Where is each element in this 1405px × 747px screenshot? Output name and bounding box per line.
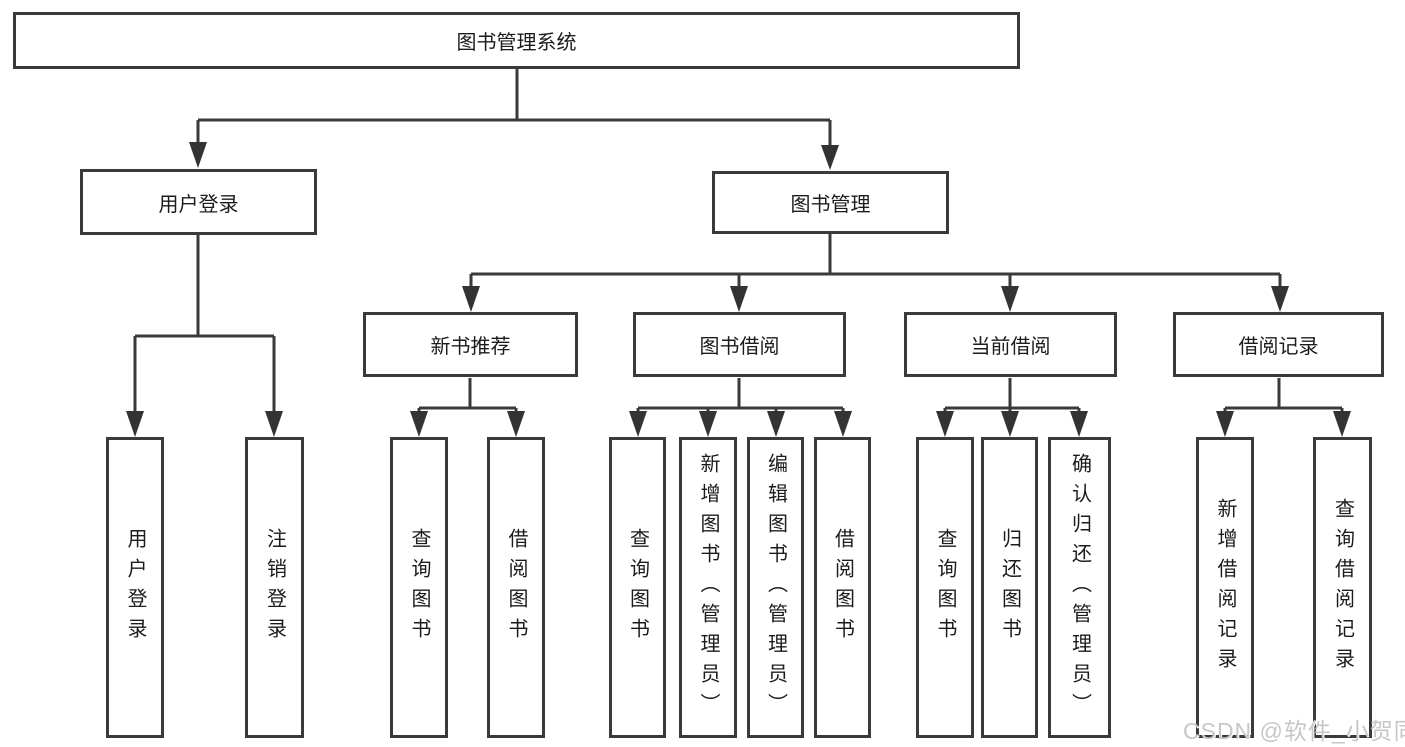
node-library-management-system: 图书管理系统 xyxy=(13,12,1020,69)
leaf-query-books: 查询图书 xyxy=(609,437,666,738)
connector-borrow-record-children xyxy=(1223,378,1344,414)
leaf-confirm-return-admin: 确认归还（管理员） xyxy=(1048,437,1111,738)
arrow-down-icon xyxy=(821,145,839,170)
arrow-down-icon xyxy=(507,411,525,437)
node-book-borrow: 图书借阅 xyxy=(633,312,846,377)
node-label: 新增图书（管理员） xyxy=(697,452,719,723)
arrow-down-icon xyxy=(629,411,647,437)
node-new-book-recommend: 新书推荐 xyxy=(363,312,578,377)
leaf-query-borrow-record: 查询借阅记录 xyxy=(1313,437,1372,738)
arrow-down-icon xyxy=(730,286,748,312)
leaf-add-borrow-record: 新增借阅记录 xyxy=(1196,437,1254,738)
arrow-down-icon xyxy=(834,411,852,437)
node-label: 查询借阅记录 xyxy=(1331,497,1354,678)
node-borrow-record: 借阅记录 xyxy=(1173,312,1384,377)
node-current-borrow: 当前借阅 xyxy=(904,312,1117,377)
leaf-borrow-books: 借阅图书 xyxy=(814,437,871,738)
node-label: 图书管理系统 xyxy=(456,32,577,54)
arrow-down-icon xyxy=(1271,286,1289,312)
connector-new-book-children xyxy=(417,378,518,414)
arrow-down-icon xyxy=(1001,411,1019,437)
node-label: 注销登录 xyxy=(263,527,286,648)
arrow-down-icon xyxy=(1070,411,1088,437)
node-label: 编辑图书（管理员） xyxy=(764,452,787,723)
leaf-borrow-books: 借阅图书 xyxy=(487,437,545,738)
node-label: 归还图书 xyxy=(998,527,1021,648)
node-label: 借阅图书 xyxy=(831,527,854,648)
leaf-query-books: 查询图书 xyxy=(390,437,448,738)
leaf-edit-books-admin: 编辑图书（管理员） xyxy=(747,437,804,738)
arrow-down-icon xyxy=(265,411,283,437)
connector-book-management-children xyxy=(469,234,1282,288)
node-label: 查询图书 xyxy=(626,527,649,648)
arrow-down-icon xyxy=(410,411,428,437)
node-label: 新增借阅记录 xyxy=(1214,497,1236,678)
node-label: 当前借阅 xyxy=(970,336,1051,358)
arrow-down-icon xyxy=(699,411,717,437)
node-label: 借阅图书 xyxy=(505,527,527,648)
node-label: 借阅记录 xyxy=(1238,336,1319,358)
arrow-down-icon xyxy=(1216,411,1234,437)
node-label: 用户登录 xyxy=(124,527,146,648)
leaf-query-books: 查询图书 xyxy=(916,437,974,738)
node-label: 新书推荐 xyxy=(430,336,511,358)
leaf-logout: 注销登录 xyxy=(245,437,304,738)
csdn-watermark: CSDN @软件_小贺同学 xyxy=(1183,718,1405,744)
arrow-down-icon xyxy=(767,411,785,437)
connector-current-borrow-children xyxy=(943,378,1081,414)
node-label: 用户登录 xyxy=(158,193,239,216)
node-user-login: 用户登录 xyxy=(80,169,317,235)
node-label: 查询图书 xyxy=(408,527,430,648)
arrow-down-icon xyxy=(936,411,954,437)
arrow-down-icon xyxy=(189,142,207,168)
leaf-add-books-admin: 新增图书（管理员） xyxy=(679,437,737,738)
connector-user-login-children xyxy=(133,235,276,414)
arrow-down-icon xyxy=(1001,286,1019,312)
node-book-management: 图书管理 xyxy=(712,171,949,234)
arrow-down-icon xyxy=(1333,411,1351,437)
leaf-return-books: 归还图书 xyxy=(981,437,1038,738)
connector-root-to-level2 xyxy=(196,69,832,149)
node-label: 确认归还（管理员） xyxy=(1068,452,1091,723)
node-label: 图书管理 xyxy=(790,194,871,216)
node-label: 图书借阅 xyxy=(699,336,780,358)
arrow-down-icon xyxy=(462,286,480,312)
arrow-down-icon xyxy=(126,411,144,437)
node-label: 查询图书 xyxy=(934,527,956,648)
leaf-user-login: 用户登录 xyxy=(106,437,164,738)
connector-book-borrow-children xyxy=(636,378,845,414)
